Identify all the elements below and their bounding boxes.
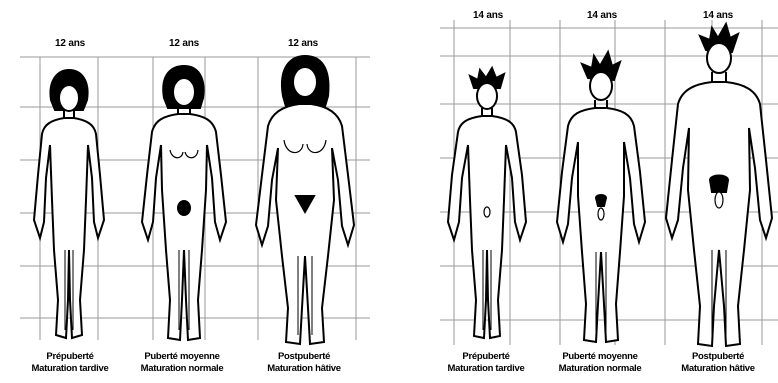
boys-grid-and-figures: [410, 0, 778, 383]
boy-1-caption: Prépuberté Maturation tardive: [431, 351, 541, 375]
boy-3-stage: Postpuberté: [663, 351, 773, 363]
girl-1-age-label: 12 ans: [35, 38, 105, 49]
girl-2-caption: Puberté moyenne Maturation normale: [127, 351, 237, 375]
girl-2-maturation: Maturation normale: [127, 363, 237, 375]
boy-figure-postpubertal: [666, 24, 772, 346]
boy-2-caption: Puberté moyenne Maturation normale: [545, 351, 655, 375]
girls-grid-and-figures: [0, 0, 380, 383]
boy-2-age-label: 14 ans: [567, 10, 637, 21]
girl-3-maturation: Maturation hâtive: [249, 363, 359, 375]
girl-3-caption: Postpuberté Maturation hâtive: [249, 351, 359, 375]
girls-panel: 12 ans 12 ans 12 ans Prépuberté Maturati…: [0, 0, 380, 383]
girl-1-caption: Prépuberté Maturation tardive: [15, 351, 125, 375]
girl-1-maturation: Maturation tardive: [15, 363, 125, 375]
girl-1-stage: Prépuberté: [15, 351, 125, 363]
boy-figure-prepubertal: [448, 68, 526, 338]
boys-panel: 14 ans 14 ans 14 ans Prépuberté Maturati…: [410, 0, 778, 383]
boy-1-stage: Prépuberté: [431, 351, 541, 363]
boy-1-maturation: Maturation tardive: [431, 363, 541, 375]
girl-2-age-label: 12 ans: [149, 38, 219, 49]
boy-figure-mid-puberty: [557, 52, 645, 342]
girl-figure-postpubertal: [256, 56, 354, 344]
girl-3-stage: Postpuberté: [249, 351, 359, 363]
boy-2-stage: Puberté moyenne: [545, 351, 655, 363]
boy-3-maturation: Maturation hâtive: [663, 363, 773, 375]
boy-2-maturation: Maturation normale: [545, 363, 655, 375]
boy-3-age-label: 14 ans: [683, 10, 753, 21]
boy-1-age-label: 14 ans: [453, 10, 523, 21]
girl-3-age-label: 12 ans: [268, 38, 338, 49]
girl-2-stage: Puberté moyenne: [127, 351, 237, 363]
girl-figure-prepubertal: [34, 70, 104, 338]
boy-3-caption: Postpuberté Maturation hâtive: [663, 351, 773, 375]
